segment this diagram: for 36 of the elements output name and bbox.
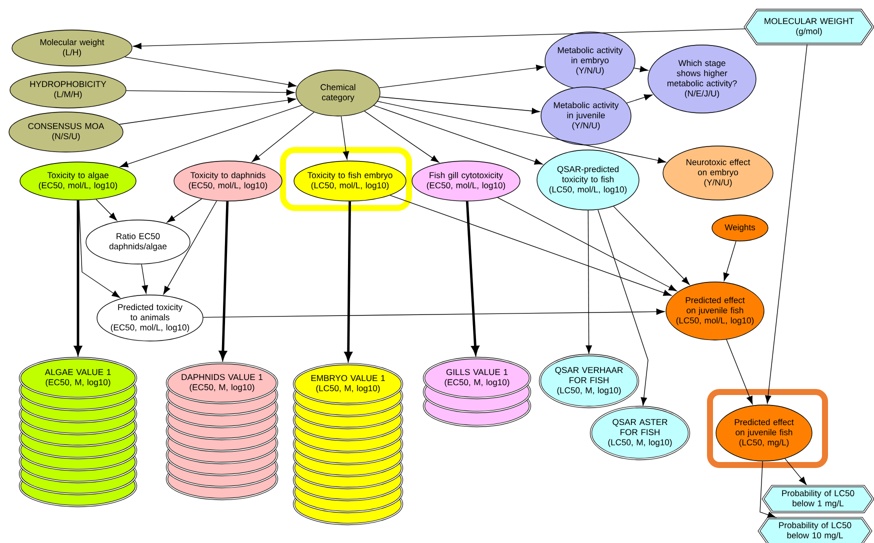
arrow xyxy=(133,28,746,50)
arrow xyxy=(497,197,677,292)
arrow xyxy=(379,96,540,114)
arrow xyxy=(377,101,666,164)
arrow xyxy=(163,200,218,294)
hexagon-node: Probability of LC50 below 10 mg/L xyxy=(758,516,872,543)
arrow xyxy=(598,209,648,406)
arrow xyxy=(340,116,350,160)
hexagon-node: Probability of LC50 below 1 mg/L xyxy=(762,484,874,514)
arrow xyxy=(373,105,543,165)
arrow xyxy=(96,199,118,221)
arrow xyxy=(626,94,652,104)
arrow xyxy=(586,210,592,354)
arrow xyxy=(634,66,648,72)
arrow xyxy=(219,201,229,360)
arrow xyxy=(74,200,82,354)
arrow xyxy=(124,56,296,88)
arrow xyxy=(78,200,120,298)
arrow xyxy=(118,97,296,125)
arrow xyxy=(378,64,544,88)
arrow xyxy=(202,308,665,318)
arrow xyxy=(613,206,690,285)
arrow xyxy=(726,339,753,404)
arrow xyxy=(784,458,807,485)
arrow xyxy=(252,112,314,162)
arrow xyxy=(760,461,776,518)
arrow xyxy=(364,110,440,163)
arrow xyxy=(765,44,808,404)
arrow xyxy=(141,264,148,294)
arrow xyxy=(723,240,736,282)
arrow xyxy=(126,89,295,96)
arrow xyxy=(390,194,672,296)
arrow xyxy=(120,104,302,168)
arrow xyxy=(166,198,202,223)
arrow xyxy=(466,201,479,354)
hexagon-node: MOLECULAR WEIGHT (g/mol) xyxy=(744,8,874,46)
